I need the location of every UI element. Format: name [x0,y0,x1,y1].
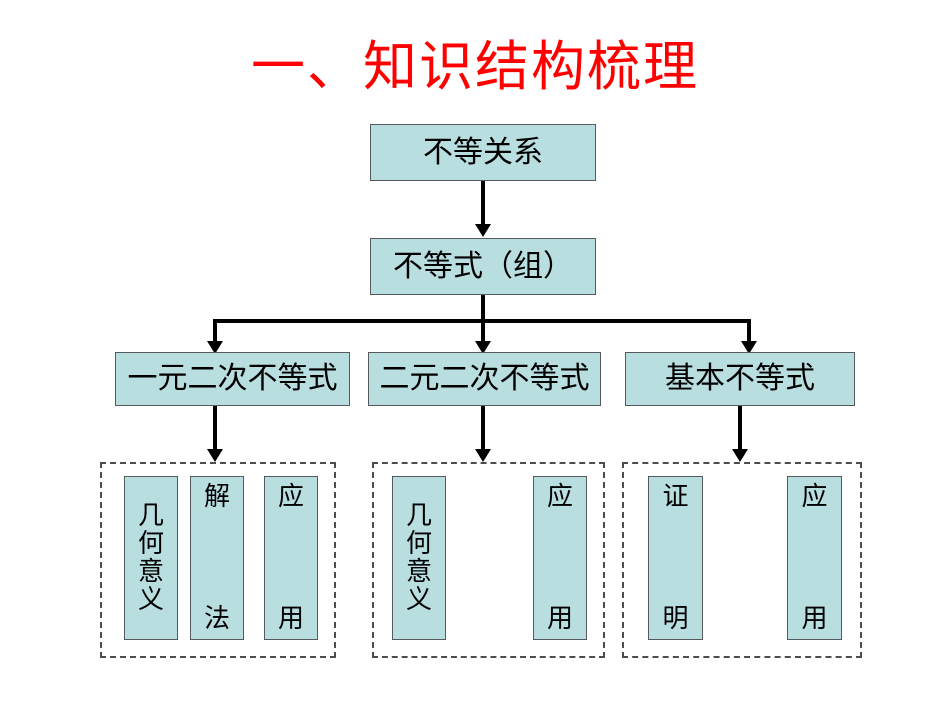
connector-l3-group3-line [738,406,742,450]
connector-l2-branch-left-arrow [207,341,223,354]
chip-application-2[interactable]: 应 用 [533,476,587,640]
chip-char: 应 [277,482,304,512]
connector-l3-group1-arrow [207,449,223,462]
chip-geometric-meaning-1[interactable]: 几 何 意 义 [124,476,178,640]
connector-l2-branch-mid-arrow [475,341,491,354]
connector-l2-branch-right-arrow [741,341,757,354]
connector-l3-group2-line [481,406,485,450]
chip-char: 意 [137,557,164,587]
chip-solution-method[interactable]: 解 法 [190,476,244,640]
node-inequality-relation[interactable]: 不等关系 [370,124,596,181]
chip-char: 用 [546,603,573,634]
connector-l2-branch-right [747,319,751,343]
chip-char: 用 [801,603,828,634]
chip-char: 何 [405,528,432,559]
chip-char: 明 [662,603,689,634]
chip-char: 应 [801,482,828,512]
chip-char: 几 [137,500,164,531]
chip-application-3[interactable]: 应 用 [787,476,842,640]
connector-l1-l2-line [481,181,485,225]
chip-char: 用 [277,603,304,634]
chip-char: 何 [137,528,164,559]
chip-char: 解 [203,482,230,512]
chip-char: 义 [405,585,432,616]
connector-l3-group3-arrow [732,449,748,462]
connector-l3-group1-line [213,406,217,450]
page-title: 一、知识结构梳理 [251,35,699,98]
chip-char: 法 [203,603,230,634]
node-basic-inequality[interactable]: 基本不等式 [625,352,855,406]
chip-geometric-meaning-2[interactable]: 几 何 意 义 [392,476,446,640]
connector-l3-group2-arrow [475,449,491,462]
connector-l2-branch-left [213,319,217,343]
chip-proof[interactable]: 证 明 [648,476,703,640]
node-two-variable-quadratic-inequality[interactable]: 二元二次不等式 [368,352,601,406]
node-one-variable-quadratic-inequality[interactable]: 一元二次不等式 [115,352,350,406]
connector-l1-l2-arrow [475,224,491,237]
chip-char: 意 [405,557,432,587]
chip-char: 义 [137,585,164,616]
connector-l2-trunk [481,295,485,321]
chip-char: 证 [662,482,689,512]
group-two-variable-quadratic [372,462,605,658]
chip-char: 应 [546,482,573,512]
group-one-variable-quadratic [100,462,336,658]
node-inequality-system[interactable]: 不等式（组） [370,238,596,295]
group-basic-inequality [622,462,862,658]
chip-char: 几 [405,500,432,531]
connector-l2-branch-mid [481,319,485,343]
chip-application-1[interactable]: 应 用 [264,476,318,640]
